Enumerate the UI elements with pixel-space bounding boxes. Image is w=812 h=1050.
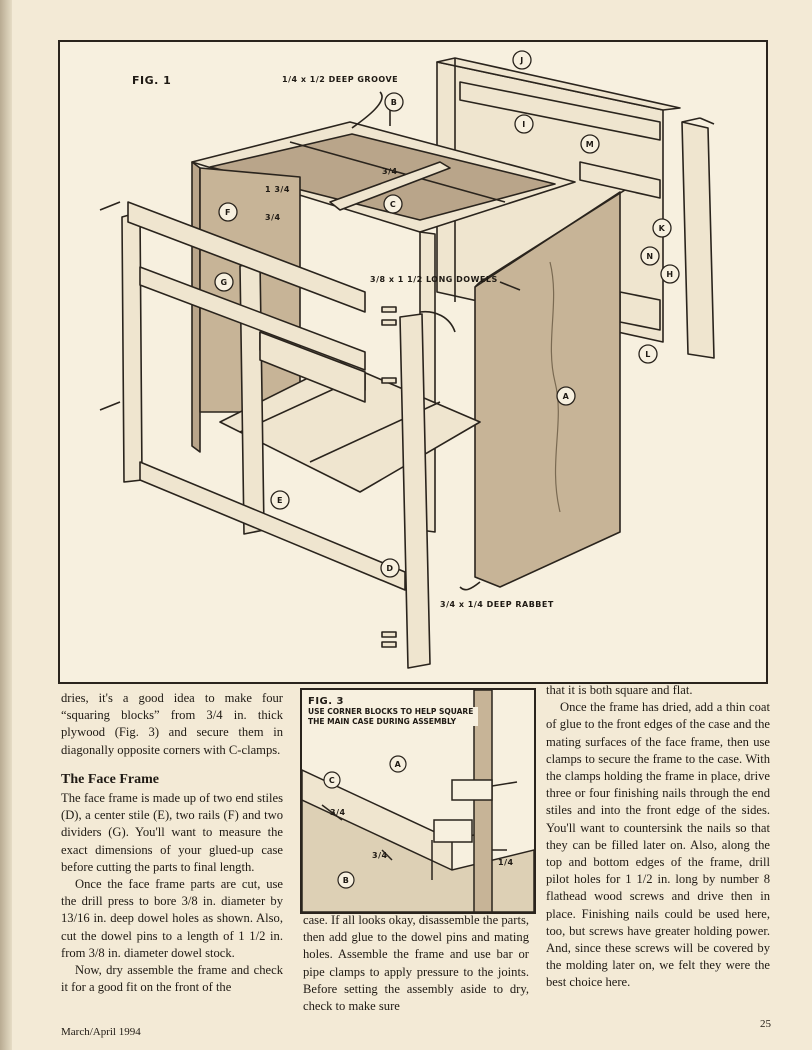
page-number: 25 bbox=[760, 1018, 771, 1030]
figure-3-drawing: A C B FIG. 3 USE CORNER BLOCKS TO HELP 3… bbox=[302, 690, 534, 912]
rabbet-label: 3/4 x 1/4 DEEP RABBET bbox=[440, 600, 554, 609]
fig3-dim-b: 3/4 bbox=[372, 851, 388, 860]
fig3-dim-c: 1/4 bbox=[498, 858, 514, 867]
callout-f: F bbox=[225, 208, 231, 217]
issue-date: March/April 1994 bbox=[61, 1026, 141, 1038]
figure-1-title: FIG. 1 bbox=[132, 74, 171, 87]
callout-a: A bbox=[563, 392, 570, 401]
figure-1: J B I M C F G K N H L A E D FIG. 1 1/4 x… bbox=[58, 40, 768, 684]
callout-d: D bbox=[386, 564, 393, 573]
text-column-2: case. If all looks okay, disassemble the… bbox=[303, 912, 529, 1015]
groove-label: 1/4 x 1/2 DEEP GROOVE bbox=[282, 75, 398, 84]
paragraph: The face frame is made up of two end sti… bbox=[61, 791, 283, 874]
callout-b: B bbox=[391, 98, 398, 107]
fig3-callout-b: B bbox=[343, 876, 350, 885]
figure-3-caption-block: USE CORNER BLOCKS TO HELP SQUARE THE MAI… bbox=[308, 707, 478, 726]
paragraph: case. If all looks okay, disassemble the… bbox=[303, 913, 529, 1014]
dimension-side: 1 3/4 bbox=[265, 185, 290, 194]
callout-g: G bbox=[220, 278, 227, 287]
callout-i: I bbox=[522, 120, 525, 129]
figure-1-drawing: J B I M C F G K N H L A E D FIG. 1 1/4 x… bbox=[99, 50, 715, 669]
callout-k: K bbox=[659, 224, 666, 233]
figure-3: A C B FIG. 3 USE CORNER BLOCKS TO HELP 3… bbox=[300, 688, 536, 914]
callout-j: J bbox=[519, 56, 523, 65]
text-column-1: dries, it's a good idea to make four “sq… bbox=[61, 690, 283, 996]
callout-l: L bbox=[645, 350, 651, 359]
text-column-3: that it is both square and flat. Once th… bbox=[546, 682, 770, 992]
fig3-dim-a: 3/4 bbox=[330, 808, 346, 817]
dimension-side-2: 3/4 bbox=[265, 213, 281, 222]
callout-c: C bbox=[390, 200, 396, 209]
dowel-label: 3/8 x 1 1/2 LONG DOWELS bbox=[370, 275, 498, 284]
paragraph: dries, it's a good idea to make four “sq… bbox=[61, 691, 283, 757]
page-spine-shadow bbox=[0, 0, 12, 1050]
figure-3-title: FIG. 3 bbox=[308, 696, 344, 707]
callout-e: E bbox=[277, 496, 283, 505]
paragraph: that it is both square and flat. bbox=[546, 683, 693, 697]
paragraph: Now, dry assemble the frame and check it… bbox=[61, 963, 283, 995]
callout-m: M bbox=[586, 140, 594, 149]
callout-n: N bbox=[646, 252, 653, 261]
callout-h: H bbox=[666, 270, 673, 279]
paragraph: Once the face frame parts are cut, use t… bbox=[61, 877, 283, 960]
paragraph: Once the frame has dried, add a thin coa… bbox=[546, 700, 770, 990]
fig3-callout-c: C bbox=[329, 776, 335, 785]
fig3-callout-a: A bbox=[395, 760, 402, 769]
dimension-top: 3/4 bbox=[382, 167, 398, 176]
section-heading: The Face Frame bbox=[61, 771, 159, 787]
